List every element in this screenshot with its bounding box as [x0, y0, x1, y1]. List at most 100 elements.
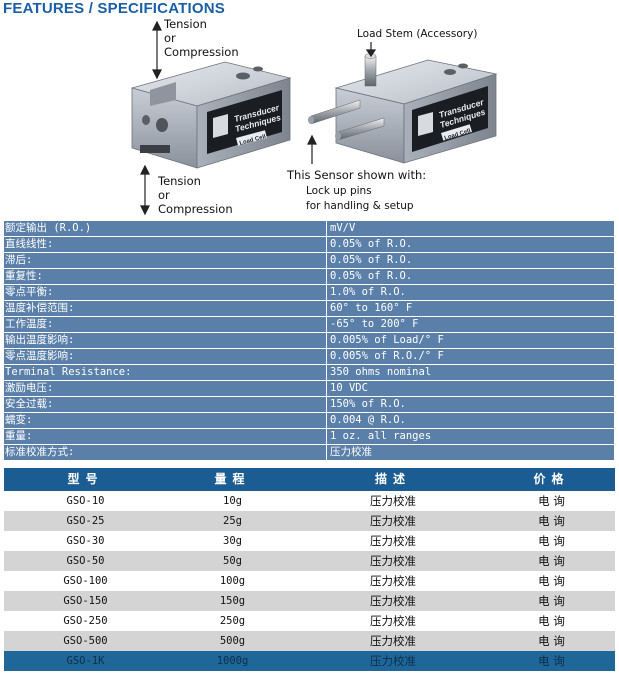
- model-cell: GSO-150: [63, 595, 108, 607]
- spec-row: 蠕变:0.004 @ R.O.: [4, 413, 614, 428]
- description-cell: 压力校准: [370, 514, 416, 528]
- spec-row: 额定输出 (R.O.)mV/V: [4, 221, 614, 236]
- spec-label: 输出温度影响:: [4, 333, 327, 348]
- header-description: 描述: [374, 472, 411, 486]
- spec-value: 0.05% of R.O.: [330, 238, 413, 250]
- tension-label-bottom-line2: or: [158, 188, 170, 202]
- model-cell: GSO-50: [66, 555, 105, 567]
- spec-value: mV/V: [330, 222, 356, 234]
- pin-arrow: [307, 134, 317, 164]
- model-row: GSO-500 500g 压力校准 电 询: [4, 631, 615, 651]
- spec-label: 零点温度影响:: [4, 349, 327, 364]
- description-cell: 压力校准: [370, 654, 416, 668]
- price-cell: 电 询: [538, 634, 565, 648]
- spec-row: 激励电压:10 VDC: [4, 381, 614, 396]
- tension-label-top: Tension or Compression: [164, 17, 239, 59]
- spec-value: 0.05% of R.O.: [330, 270, 413, 282]
- description-cell: 压力校准: [370, 614, 416, 628]
- description-cell: 压力校准: [370, 594, 416, 608]
- spec-value: 0.004 @ R.O.: [330, 414, 406, 426]
- spec-label: 激励电压:: [4, 381, 327, 396]
- model-table-header: 型号 量程 描述 价格: [4, 468, 615, 491]
- model-cell: GSO-10: [66, 495, 105, 507]
- model-cell: GSO-250: [63, 615, 108, 627]
- load-cell-right: Transducer Techniques Load Cell: [308, 53, 498, 164]
- tension-arrow-top: [152, 20, 162, 80]
- price-cell: 电 询: [538, 594, 565, 608]
- spec-value: 150% of R.O.: [330, 398, 406, 410]
- range-cell: 500g: [219, 635, 246, 647]
- range-cell: 100g: [219, 575, 246, 587]
- price-cell: 电 询: [538, 614, 565, 628]
- model-cell: GSO-30: [66, 535, 105, 547]
- spec-label: 零点平衡:: [4, 285, 327, 300]
- header-model: 型号: [67, 472, 104, 486]
- sensor-caption: This Sensor shown with:: [287, 168, 427, 182]
- spec-label: 重量:: [4, 429, 327, 444]
- header-range: 量程: [214, 472, 251, 486]
- spec-label: 滞后:: [4, 253, 327, 268]
- range-cell: 30g: [223, 535, 242, 547]
- spec-row: 输出温度影响:0.005% of Load/° F: [4, 333, 614, 348]
- spec-row: 滞后:0.05% of R.O.: [4, 253, 614, 268]
- spec-value: 0.005% of R.O./° F: [330, 350, 444, 362]
- spec-label: 安全过载:: [4, 397, 327, 412]
- spec-label: 温度补偿范围:: [4, 301, 327, 316]
- tension-label-top-line1: Tension: [164, 17, 207, 31]
- spec-value: 压力校准: [330, 446, 372, 458]
- spec-label: 重复性:: [4, 269, 327, 284]
- spec-label: 直线线性:: [4, 237, 327, 252]
- price-cell: 电 询: [538, 654, 565, 668]
- price-cell: 电 询: [538, 574, 565, 588]
- product-illustration: Transducer Techniques Load Cell Transduc…: [130, 20, 498, 216]
- model-row: GSO-100 100g 压力校准 电 询: [4, 571, 615, 591]
- load-stem-label: Load Stem (Accessory): [357, 28, 478, 40]
- tension-label-bottom-line3: Compression: [158, 202, 233, 216]
- page-title: FEATURES / SPECIFICATIONS: [3, 0, 225, 17]
- price-cell: 电 询: [538, 494, 565, 508]
- spec-value: 0.05% of R.O.: [330, 254, 413, 266]
- spec-value: 350 ohms nominal: [330, 366, 432, 378]
- spec-row: Terminal Resistance:350 ohms nominal: [4, 365, 614, 380]
- spec-row: 零点平衡:1.0% of R.O.: [4, 285, 614, 300]
- spec-row: 工作温度:-65° to 200° F: [4, 317, 614, 332]
- spec-row: 安全过载:150% of R.O.: [4, 397, 614, 412]
- spec-label: 工作温度:: [4, 317, 327, 332]
- price-cell: 电 询: [538, 554, 565, 568]
- sensor-caption-line2: Lock up pins: [306, 185, 372, 197]
- spec-value: -65° to 200° F: [330, 318, 419, 330]
- description-cell: 压力校准: [370, 494, 416, 508]
- model-cell: GSO-25: [66, 515, 105, 527]
- spec-row: 重复性:0.05% of R.O.: [4, 269, 614, 284]
- spec-row: 零点温度影响:0.005% of R.O./° F: [4, 349, 614, 364]
- model-cell: GSO-1K: [66, 655, 105, 667]
- description-cell: 压力校准: [370, 634, 416, 648]
- tension-arrow-bottom: [140, 164, 150, 216]
- sensor-caption-line3: for handling & setup: [306, 200, 414, 212]
- tension-label-top-line2: or: [164, 31, 176, 45]
- description-cell: 压力校准: [370, 534, 416, 548]
- model-cell: GSO-100: [63, 575, 108, 587]
- spec-row: 重量:1 oz. all ranges: [4, 429, 614, 444]
- spec-row: 标准校准方式:压力校准: [4, 445, 614, 460]
- spec-value: 0.005% of Load/° F: [330, 334, 444, 346]
- spec-value: 10 VDC: [330, 382, 368, 394]
- tension-label-top-line3: Compression: [164, 45, 239, 59]
- spec-value: 1 oz. all ranges: [330, 430, 432, 442]
- range-cell: 50g: [223, 555, 242, 567]
- description-cell: 压力校准: [370, 574, 416, 588]
- spec-label: Terminal Resistance:: [4, 365, 327, 380]
- tension-label-bottom: Tension or Compression: [158, 174, 233, 216]
- spec-label: 额定输出 (R.O.): [4, 221, 327, 236]
- spec-row: 温度补偿范围:60° to 160° F: [4, 301, 614, 316]
- model-cell: GSO-500: [63, 635, 108, 647]
- range-cell: 25g: [223, 515, 242, 527]
